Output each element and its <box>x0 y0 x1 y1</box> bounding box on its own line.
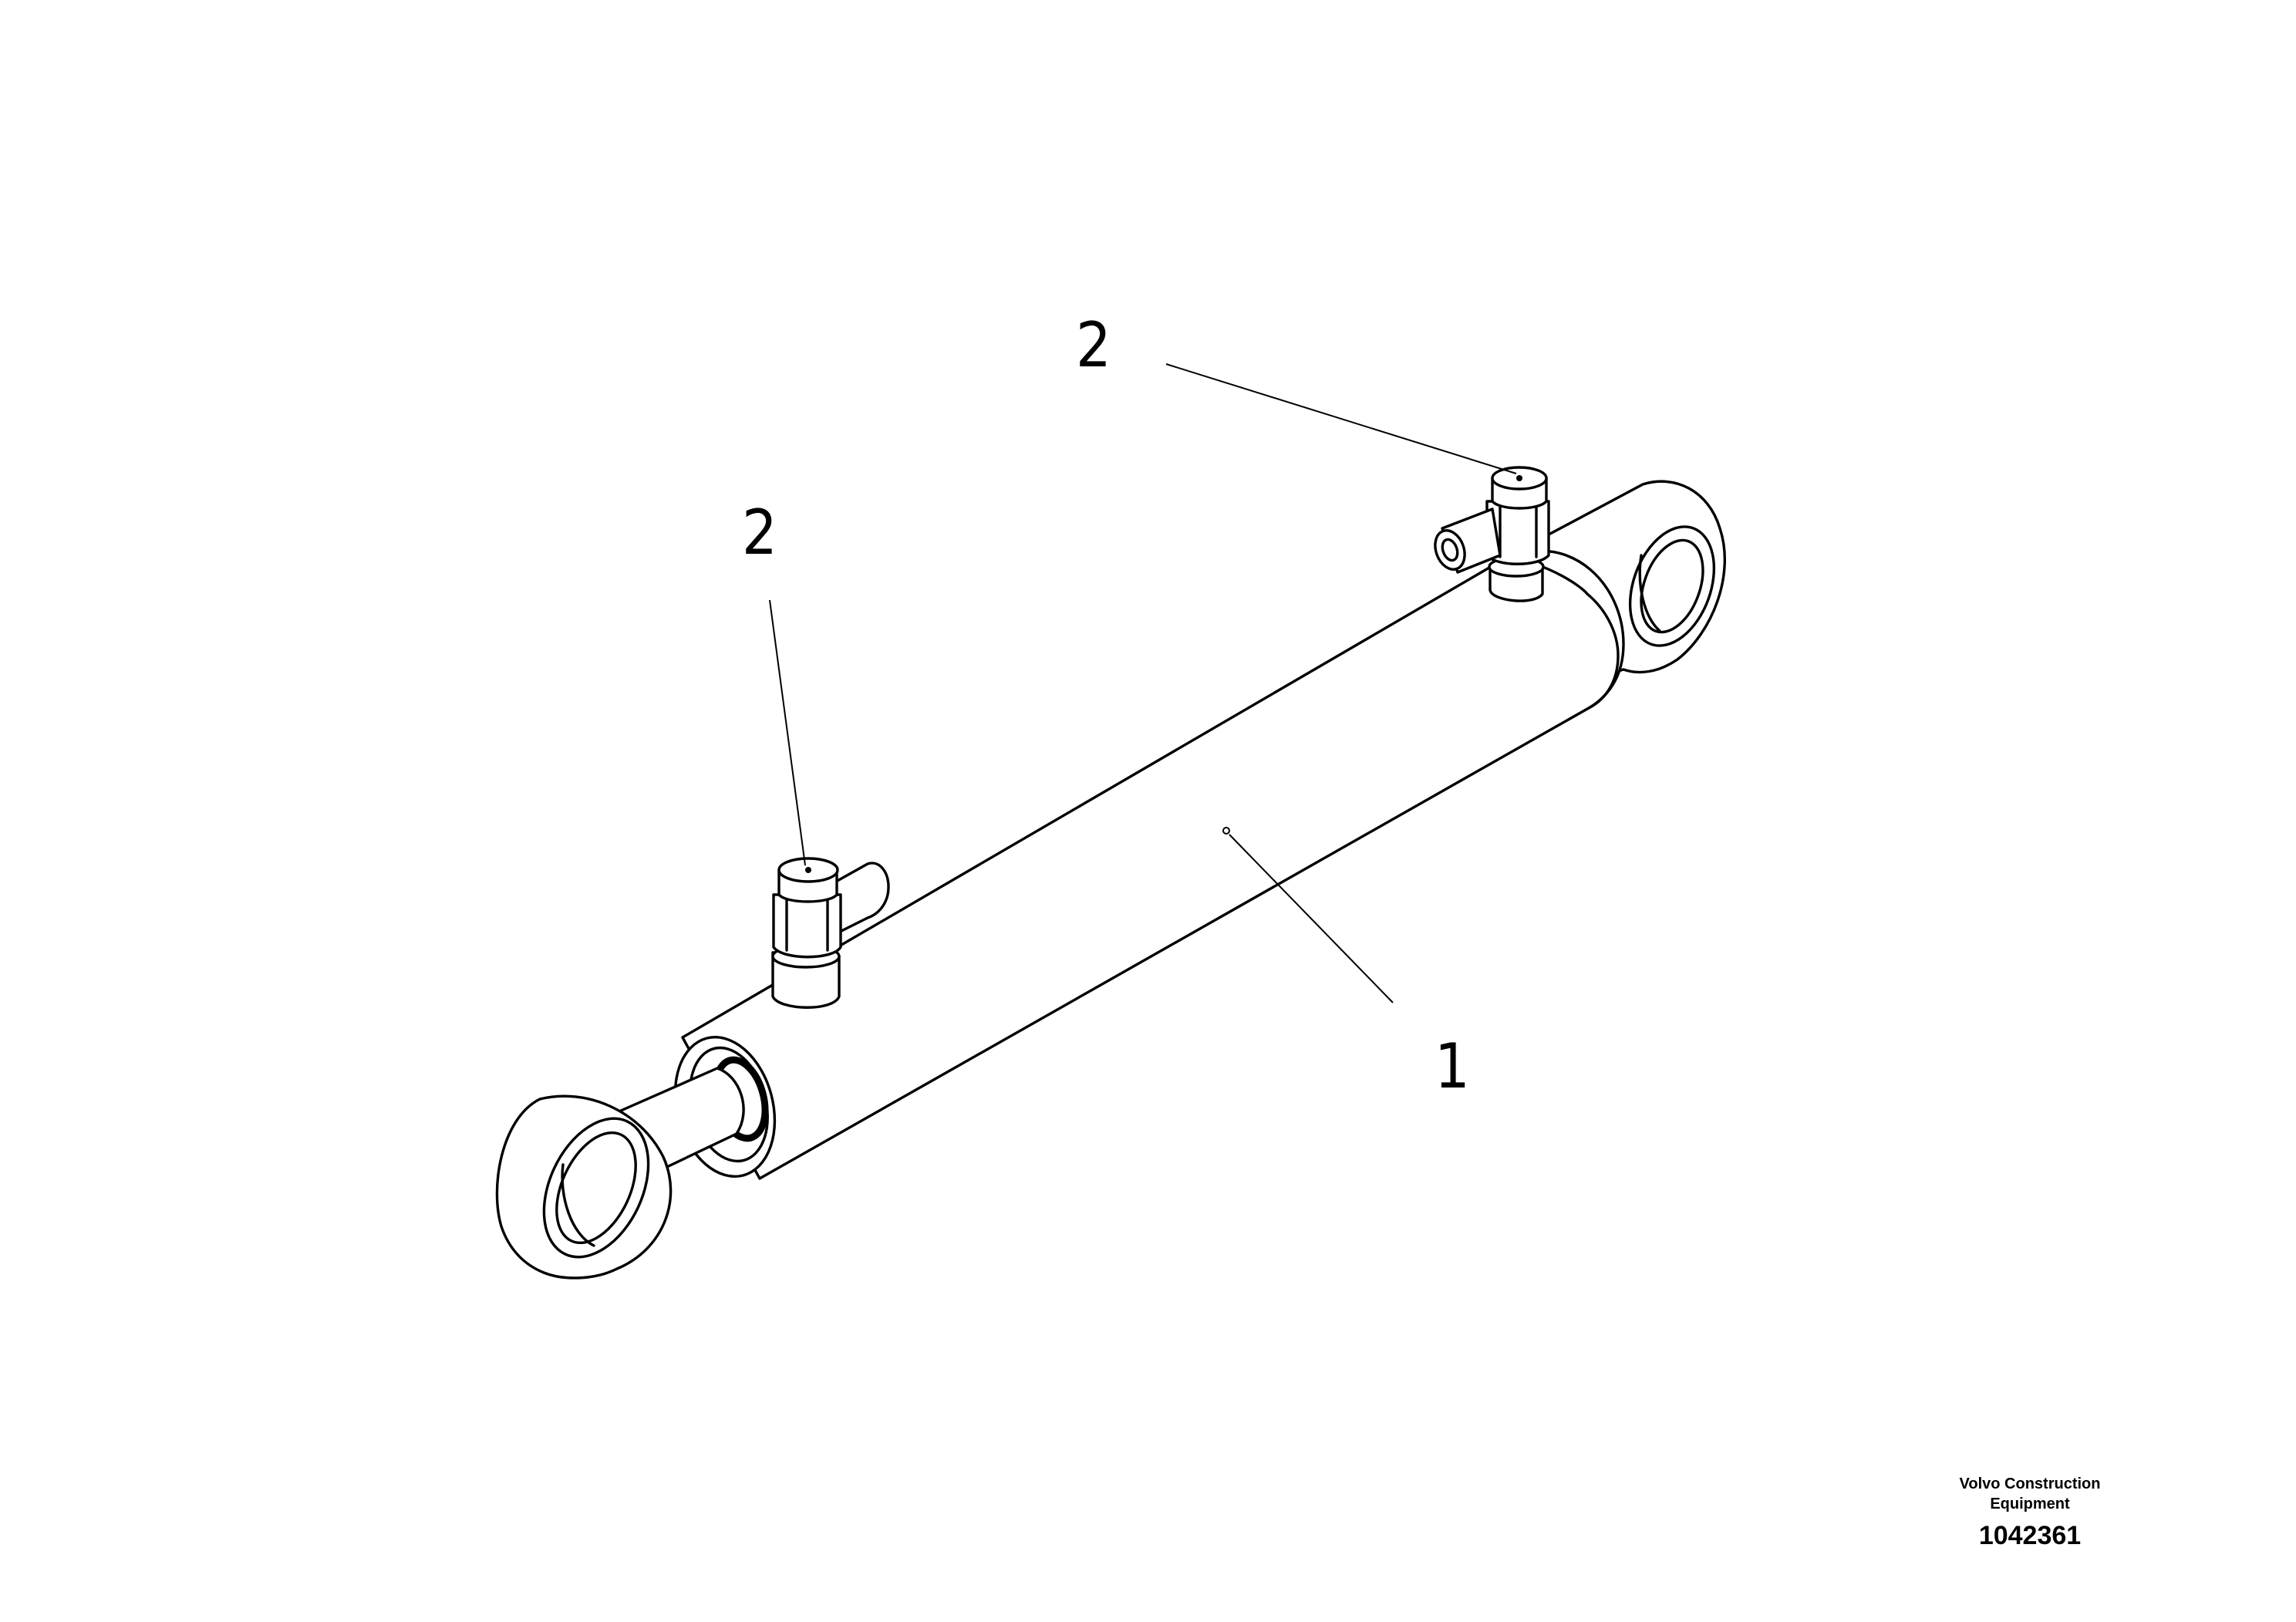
callout-fitting-front: 2 <box>742 497 777 568</box>
callout-cylinder: 1 <box>1435 1030 1470 1102</box>
callout-fitting-rear: 2 <box>1076 309 1111 381</box>
leader-lines <box>769 363 1517 1003</box>
brand-line-2: Equipment <box>1990 1496 2070 1512</box>
drawing-number: 1042361 <box>1979 1521 2081 1550</box>
brand-line-1: Volvo Construction <box>1960 1475 2101 1492</box>
hose-fitting-rear <box>1434 466 1550 602</box>
front-rod-eye <box>495 1094 673 1280</box>
hose-fitting-front <box>771 857 890 1009</box>
